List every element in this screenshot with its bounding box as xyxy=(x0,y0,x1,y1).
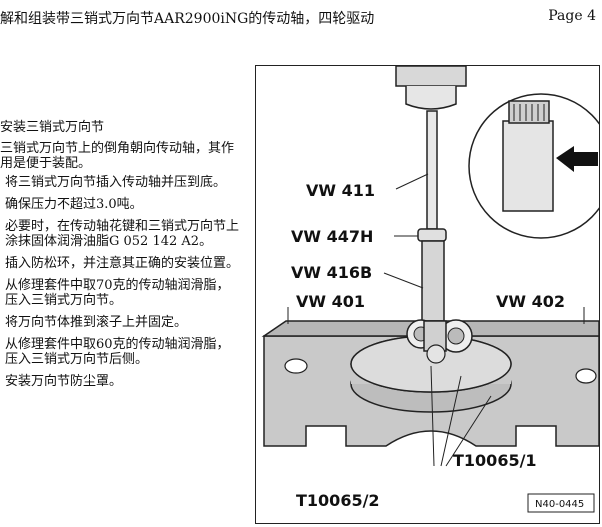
collar xyxy=(417,228,447,242)
leader-line xyxy=(440,375,462,467)
label-vw447h: VW 447H xyxy=(291,227,373,246)
tripod-roller-right-hub xyxy=(447,327,465,345)
step-item: 从修理套件中取70克的传动轴润滑脂，压入三销式万向节。 xyxy=(5,278,230,308)
step-item: 确保压力不超过3.0吨。 xyxy=(5,197,143,212)
label-t10065-2: T10065/2 xyxy=(296,491,380,510)
tripod-roller-front xyxy=(426,344,446,364)
leader-line xyxy=(395,173,429,190)
leader-line xyxy=(445,395,492,467)
plate-hole-left xyxy=(284,358,308,374)
label-t10065-1: T10065/1 xyxy=(453,451,537,470)
label-vw402: VW 402 xyxy=(496,292,565,311)
plate-hole-right xyxy=(575,368,597,384)
step-item: 插入防松环，并注意其正确的安装位置。 xyxy=(5,256,240,271)
label-vw411: VW 411 xyxy=(306,181,375,200)
press-diagram: VW 411 VW 447H VW 416B VW 401 VW 402 T10… xyxy=(261,66,599,513)
section-title: 安装三销式万向节 xyxy=(0,120,105,135)
step-item: 将三销式万向节插入传动轴并压到底。 xyxy=(5,175,227,190)
step-item: 从修理套件中取60克的传动轴润滑脂，压入三销式万向节后侧。 xyxy=(5,337,230,367)
step-item: 将万向节体推到滚子上并固定。 xyxy=(5,315,188,330)
reference-box xyxy=(527,493,595,513)
step-item: 安装万向节防尘罩。 xyxy=(5,374,123,389)
tube xyxy=(421,240,445,322)
label-vw401: VW 401 xyxy=(296,292,365,311)
step-item: 必要时，在传动轴花键和三销式万向节上涂抹固体润滑油脂G 052 142 A2。 xyxy=(5,219,240,249)
press-ram xyxy=(405,86,457,110)
reference-code: N40-0445 xyxy=(535,499,584,510)
detail-splines xyxy=(508,100,550,124)
arrow-icon xyxy=(556,146,598,172)
press-rod xyxy=(426,110,438,230)
instructions-section: 安装三销式万向节 三销式万向节上的倒角朝向传动轴，其作用是便于装配。 将三销式万… xyxy=(0,120,250,396)
leader-line xyxy=(430,365,435,467)
assembly-illustration: VW 411 VW 447H VW 416B VW 401 VW 402 T10… xyxy=(255,65,600,524)
leader-line xyxy=(383,272,424,289)
press-head xyxy=(395,66,467,87)
page-number: Page 4 xyxy=(548,8,596,24)
document-title: 解和组装带三销式万向节AAR2900iNG的传动轴，四轮驱动 xyxy=(0,11,375,27)
intro-note: 三销式万向节上的倒角朝向传动轴，其作用是便于装配。 xyxy=(0,141,235,171)
detail-shaft xyxy=(502,120,554,212)
label-vw416b: VW 416B xyxy=(291,263,372,282)
